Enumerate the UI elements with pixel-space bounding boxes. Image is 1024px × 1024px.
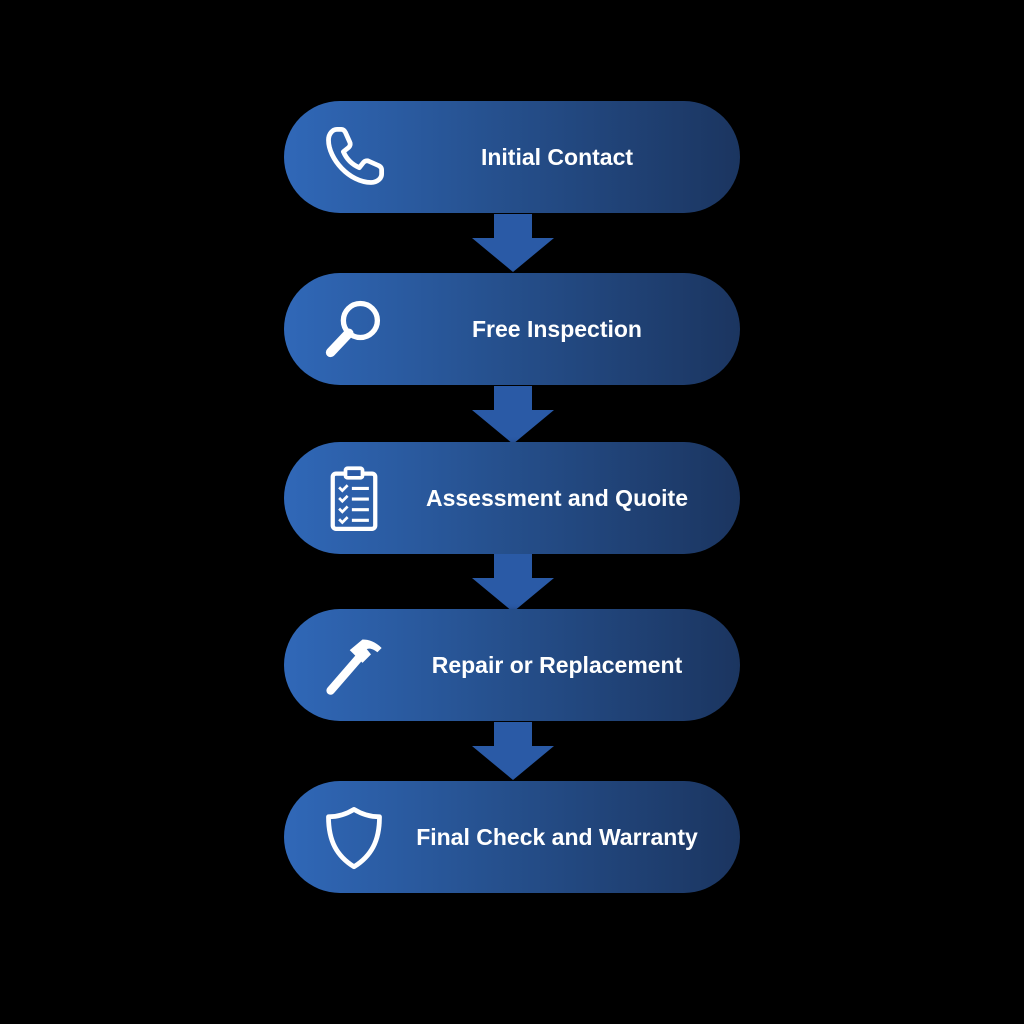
down-arrow-icon [470, 554, 556, 612]
step-assessment-and-quote: Assessment and Quoite [284, 442, 740, 554]
hammer-icon [320, 631, 388, 699]
step-label: Repair or Replacement [431, 652, 683, 678]
down-arrow-icon [470, 722, 556, 780]
down-arrow-icon [470, 214, 556, 272]
magnifier-icon [320, 295, 388, 363]
shield-icon [320, 803, 388, 871]
step-repair-or-replacement: Repair or Replacement [284, 609, 740, 721]
step-label: Assessment and Quoite [425, 485, 689, 511]
step-final-check-and-warranty: Final Check and Warranty [284, 781, 740, 893]
step-label: Initial Contact [480, 144, 634, 170]
step-label: Final Check and Warranty [416, 824, 698, 850]
step-free-inspection: Free Inspection [284, 273, 740, 385]
clipboard-checklist-icon [320, 464, 388, 532]
step-initial-contact: Initial Contact [284, 101, 740, 213]
step-label: Free Inspection [472, 316, 642, 342]
down-arrow-icon [470, 386, 556, 444]
phone-icon [320, 123, 388, 191]
